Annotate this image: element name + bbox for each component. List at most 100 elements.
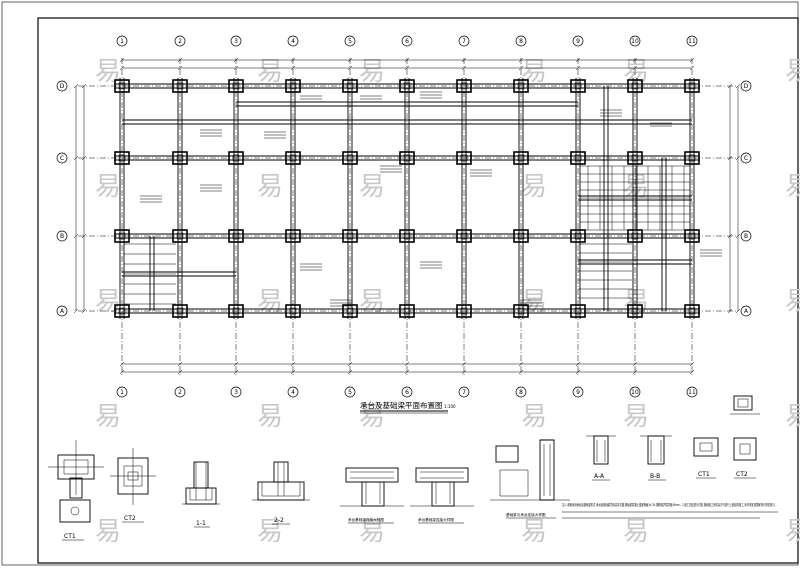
column-stub: [574, 154, 582, 162]
watermark-glyph: 易: [95, 287, 121, 317]
axis-bubble-top: 2: [174, 35, 186, 47]
axis-bubble-bottom: 1: [116, 386, 128, 398]
column-stub: [688, 82, 696, 90]
column-stub: [688, 154, 696, 162]
column-stub: [346, 232, 354, 240]
pile-cap: [114, 229, 130, 243]
watermark-glyph: 易: [359, 517, 385, 547]
dimension-tick: [81, 83, 87, 89]
axis-bubble-left: A: [56, 305, 68, 317]
column-stub: [289, 82, 297, 90]
axis-bubble-left: B: [56, 230, 68, 242]
axis-bubble-top: 1: [116, 35, 128, 47]
column-stub: [232, 154, 240, 162]
dimension-tick: [735, 155, 741, 161]
dimension-tick: [290, 65, 296, 71]
dimension-tick: [689, 361, 695, 367]
dimension-tick: [461, 369, 467, 375]
detail-1-1-label: 1-1: [196, 520, 206, 527]
dimension-tick: [461, 65, 467, 71]
column-stub: [346, 82, 354, 90]
pile-cap: [285, 229, 301, 243]
column-stub: [118, 154, 126, 162]
dimension-tick: [177, 57, 183, 63]
axis-bubble-label: 8: [519, 38, 523, 45]
column-stub: [346, 307, 354, 315]
dimension-tick: [735, 233, 741, 239]
dimension-tick: [404, 369, 410, 375]
pile-cap: [399, 229, 415, 243]
axis-bubble-label: 7: [462, 38, 466, 45]
dimension-tick: [347, 65, 353, 71]
axis-bubble-bottom: 6: [401, 386, 413, 398]
axis-bubble-label: 3: [234, 389, 238, 396]
column-stub: [631, 307, 639, 315]
watermark-glyph: 易: [359, 172, 385, 202]
axis-bubble-bottom: 10: [629, 386, 641, 398]
dimension-tick: [575, 57, 581, 63]
pile-cap: [228, 151, 244, 165]
watermark-glyph: 易: [95, 57, 121, 87]
axis-bubble-label: 10: [631, 38, 639, 45]
axis-bubble-label: 11: [688, 38, 696, 45]
pile-cap: [228, 229, 244, 243]
axis-bubble-label: C: [60, 155, 64, 162]
pile-cap: [342, 304, 358, 318]
dimension-tick: [81, 155, 87, 161]
column-stub: [460, 232, 468, 240]
detail-ct2-small: CT2: [733, 437, 757, 479]
column-stub: [688, 232, 696, 240]
axis-bubble-label: B: [60, 233, 64, 240]
axis-bubble-bottom: 11: [686, 386, 698, 398]
pile-cap: [570, 79, 586, 93]
dimension-tick: [119, 57, 125, 63]
column-stub: [403, 307, 411, 315]
detail-ct1-label: CT1: [64, 533, 76, 540]
watermark-glyph: 易: [257, 57, 283, 87]
watermark-glyph: 易: [359, 57, 385, 87]
watermark-glyph: 易: [623, 57, 649, 87]
watermark-glyph: 易: [785, 287, 800, 317]
pile-cap: [399, 151, 415, 165]
dimension-tick: [727, 83, 733, 89]
watermark-glyph: 易: [359, 287, 385, 317]
axis-bubble-label: 6: [405, 38, 409, 45]
column-stub: [403, 154, 411, 162]
axis-bubble-label: 11: [688, 389, 696, 396]
axis-bubble-label: 5: [348, 38, 352, 45]
dimension-tick: [518, 57, 524, 63]
column-stub: [574, 307, 582, 315]
pile-cap: [456, 79, 472, 93]
dimension-tick: [518, 361, 524, 367]
dimension-tick: [290, 361, 296, 367]
dimension-tick: [81, 233, 87, 239]
pile-cap: [456, 229, 472, 243]
axis-bubble-bottom: 5: [344, 386, 356, 398]
dimension-tick: [727, 155, 733, 161]
column-stub: [118, 82, 126, 90]
dimension-tick: [404, 361, 410, 367]
watermark-glyph: 易: [257, 287, 283, 317]
sheet-border: [37, 17, 799, 564]
axis-bubble-top: 5: [344, 35, 356, 47]
pile-cap: [513, 151, 529, 165]
column-stub: [517, 232, 525, 240]
axis-bubble-right: D: [740, 80, 752, 92]
pile-cap: [285, 304, 301, 318]
dimension-tick: [735, 308, 741, 314]
axis-bubble-top: 7: [458, 35, 470, 47]
axis-bubble-label: 4: [291, 38, 295, 45]
axis-bubble-left: C: [56, 152, 68, 164]
axis-bubble-label: 1: [120, 38, 124, 45]
column-stub: [232, 232, 240, 240]
dimension-tick: [404, 65, 410, 71]
pile-cap: [627, 151, 643, 165]
dimension-tick: [518, 369, 524, 375]
foundation-beams: [114, 78, 700, 319]
pile-cap: [456, 304, 472, 318]
column-stub: [289, 307, 297, 315]
column-stub: [574, 232, 582, 240]
